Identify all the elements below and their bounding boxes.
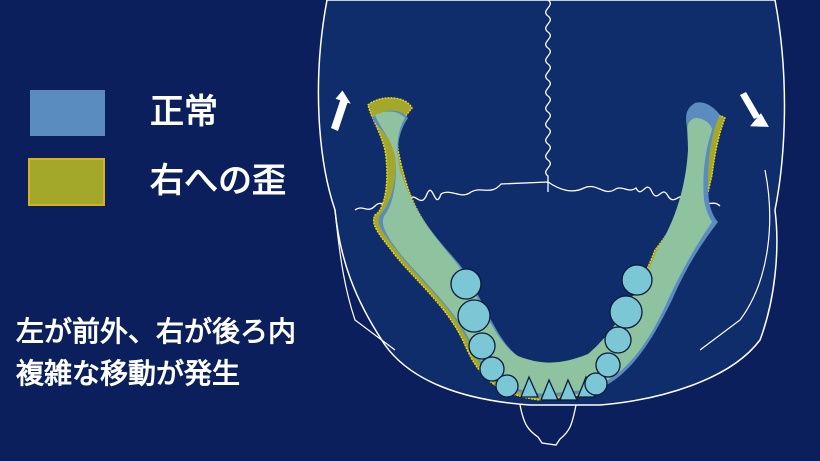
- legend-swatch-distortion: [28, 158, 105, 206]
- chin: [519, 404, 577, 446]
- arrow-down-right-icon: [740, 92, 769, 127]
- teeth: [450, 264, 653, 401]
- legend-swatch-normal: [29, 89, 106, 137]
- caption-line-2: 複雑な移動が発生: [16, 357, 241, 390]
- legend-label-distortion: 右への歪: [150, 161, 286, 201]
- cheekbone-right: [699, 169, 771, 351]
- cheekbone-left: [334, 209, 396, 351]
- sagittal-suture: [545, 0, 551, 192]
- arrow-up-left-icon: [331, 90, 351, 131]
- legend-label-normal: 正常: [150, 92, 218, 132]
- caption-line-1: 左が前外、右が後ろ内: [16, 315, 297, 348]
